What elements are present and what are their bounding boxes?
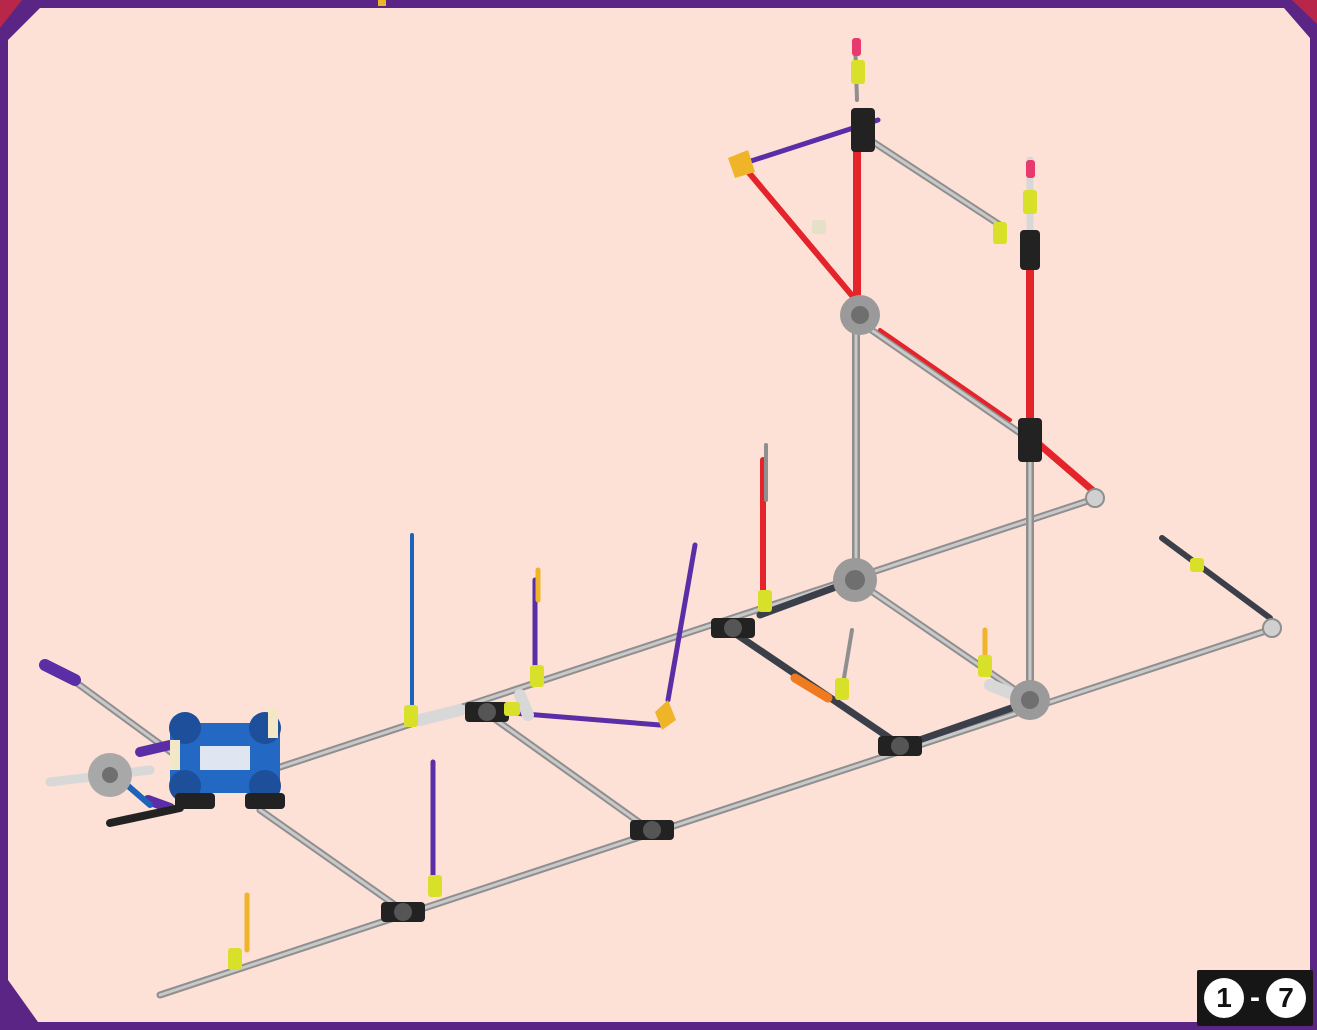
gray-rods [45,136,1279,999]
step-end-number: 7 [1266,978,1306,1018]
diagram-panel [8,8,1310,1022]
blue-hub-cluster [169,712,285,809]
step-separator: - [1250,981,1260,1014]
pink-caps [852,38,1035,178]
red-rods [742,136,1102,593]
yellow-clips [170,60,1204,970]
misc-rods [106,38,1034,953]
step-range-badge: 1 - 7 [1197,970,1313,1026]
step-start-number: 1 [1204,978,1244,1018]
hub-connectors [88,108,1282,922]
